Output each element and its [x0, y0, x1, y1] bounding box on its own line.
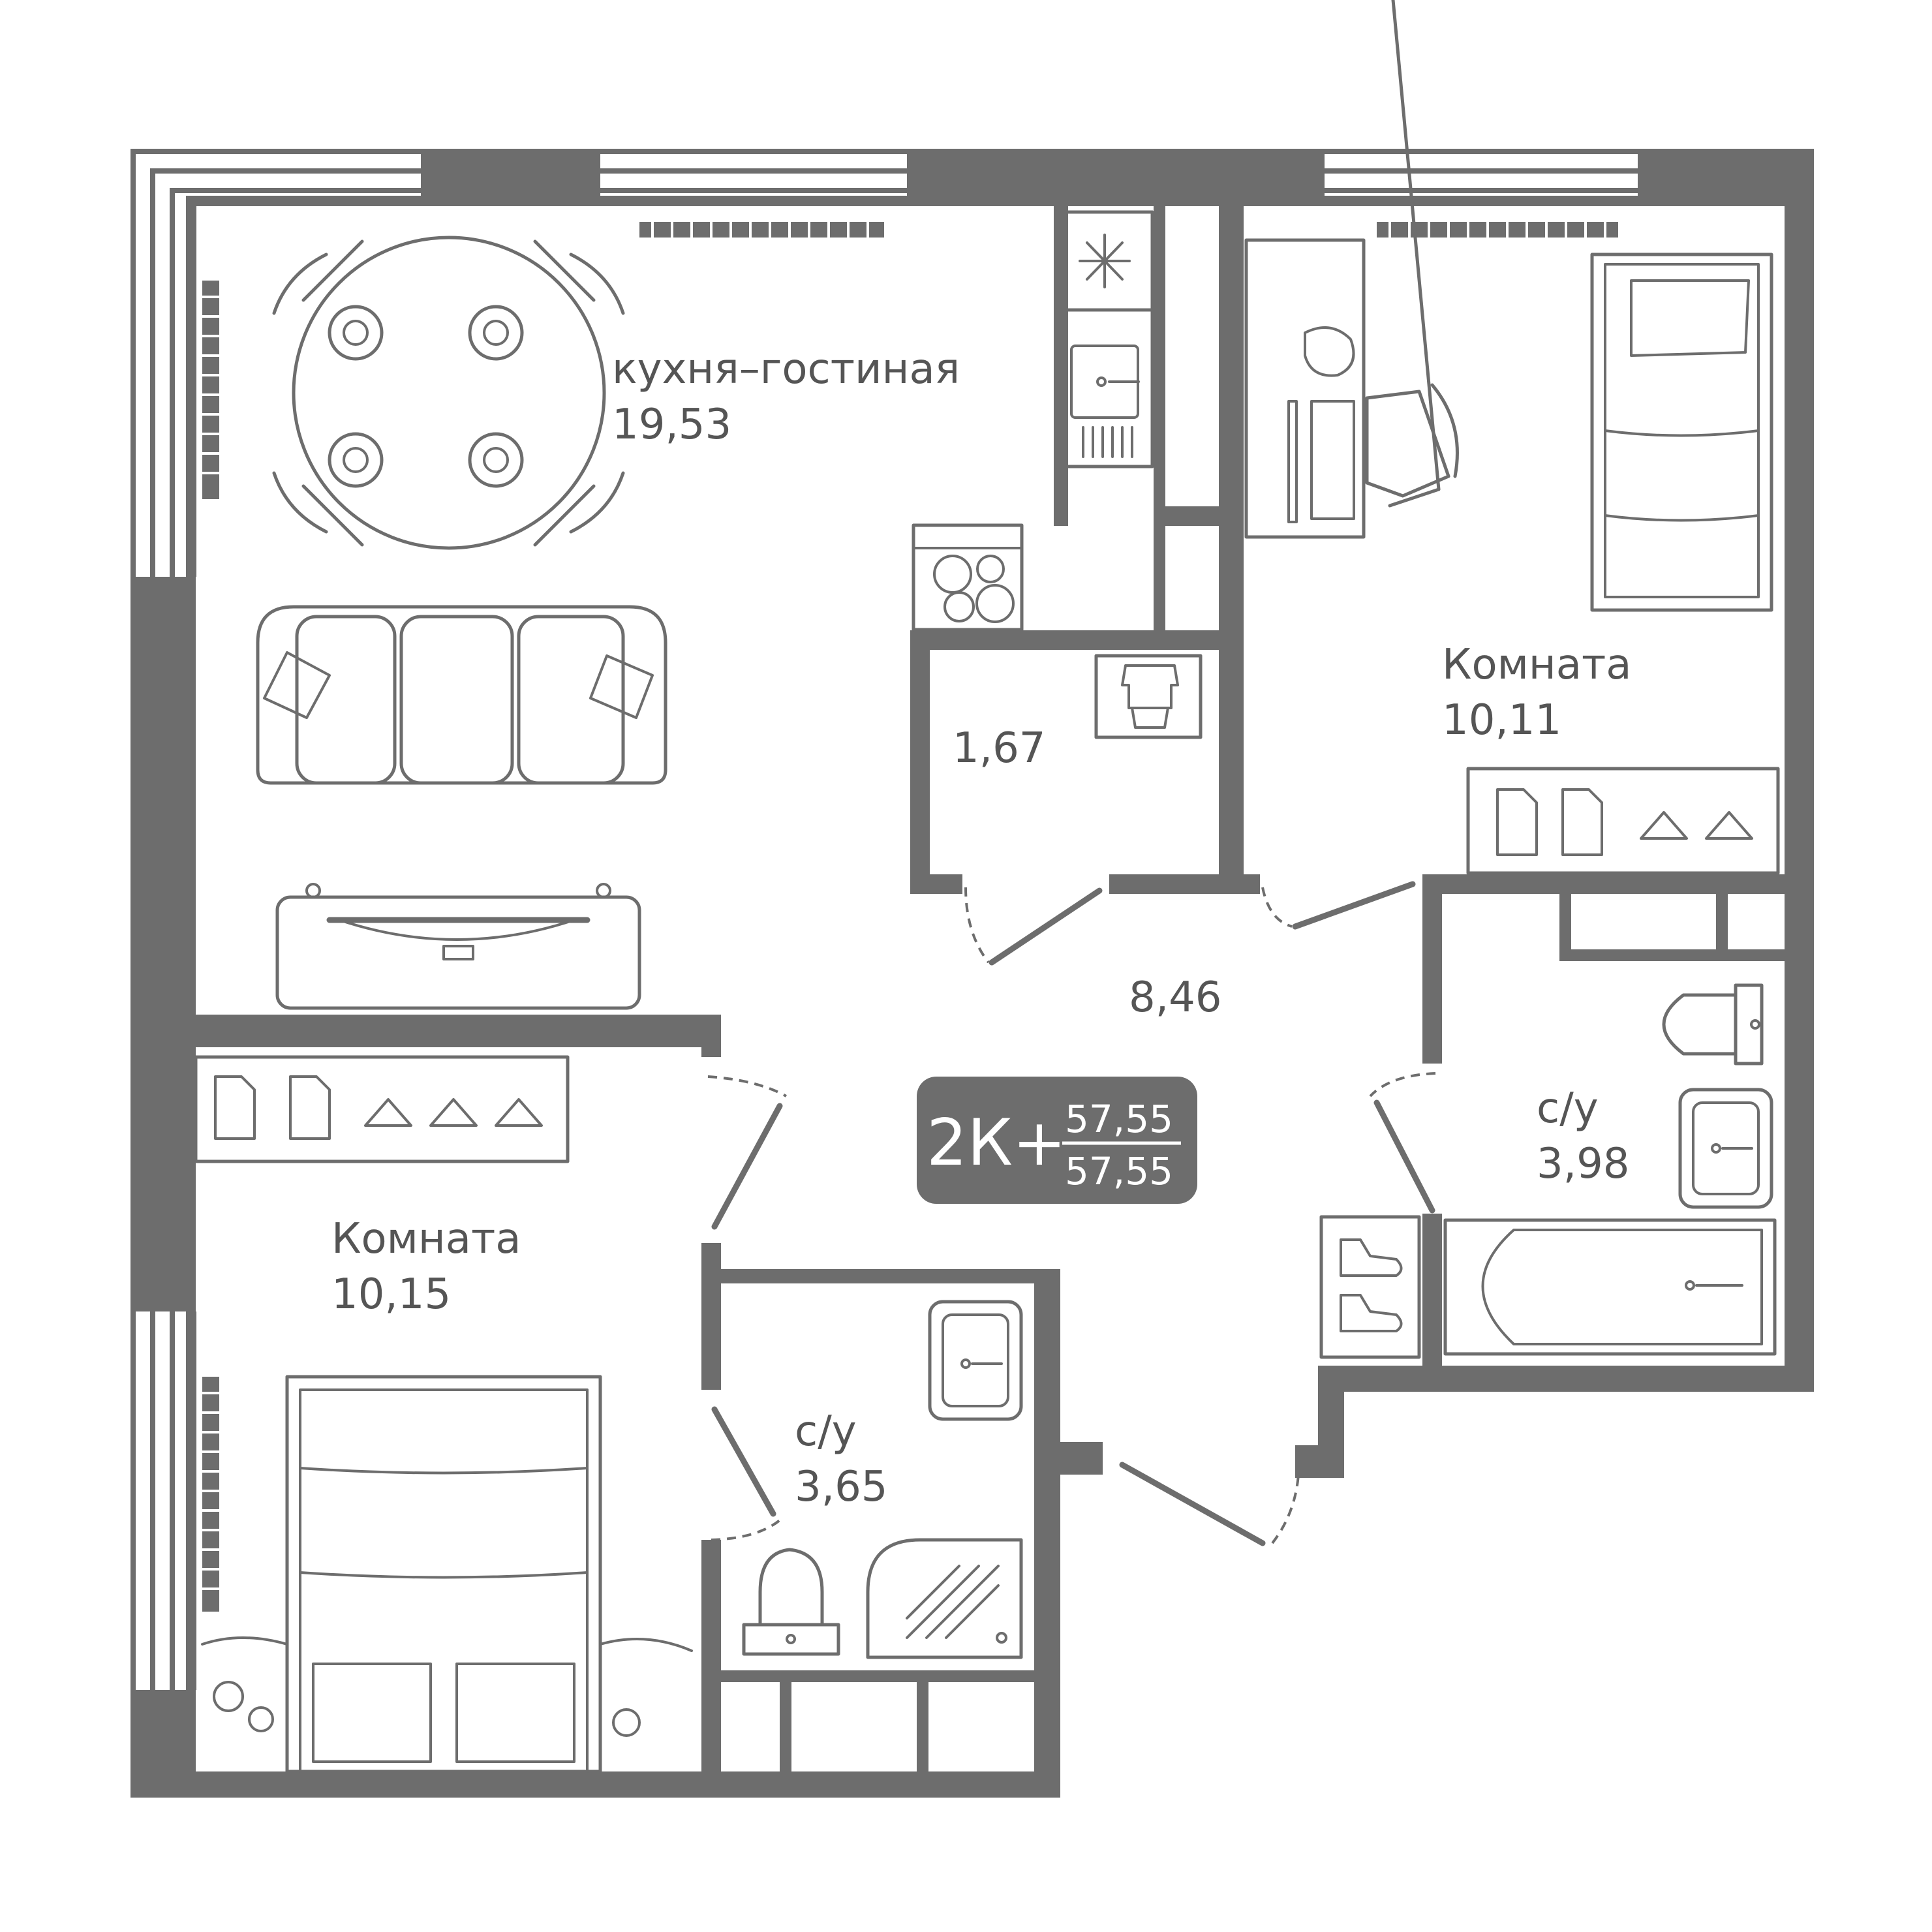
wardrobe-icon: [1466, 767, 1780, 875]
room-label-bedroom-bottom-left: Комната 10,15: [331, 1215, 521, 1319]
svg-text:с/у: с/у: [795, 1407, 857, 1456]
radiator-icon: [202, 222, 1618, 1612]
stove-icon: [912, 523, 1024, 632]
toilet-icon: [742, 1548, 840, 1656]
dining-table-icon: [272, 236, 625, 550]
living-area: 57,55: [1065, 1149, 1173, 1193]
washing-machine-icon: [1094, 654, 1203, 739]
room-label-bathroom-right: с/у 3,98: [1537, 1084, 1630, 1188]
svg-text:10,15: 10,15: [331, 1270, 451, 1319]
room-area-hallway: 8,46: [1129, 974, 1222, 1022]
svg-text:с/у: с/у: [1537, 1084, 1599, 1133]
sink-icon: [928, 1300, 1023, 1421]
svg-text:Комната: Комната: [1442, 641, 1631, 689]
room-area-storage: 1,67: [953, 724, 1046, 773]
shower-icon: [866, 1538, 1023, 1659]
double-bed-icon: [201, 1375, 693, 1773]
svg-text:кухня–гостиная: кухня–гостиная: [612, 345, 960, 393]
door-icon: [707, 881, 1436, 1546]
sink-icon: [1055, 308, 1154, 468]
walls: [130, 149, 1814, 1798]
svg-text:3,65: 3,65: [795, 1463, 888, 1511]
desk-icon: [1244, 238, 1366, 539]
sofa-icon: [256, 605, 667, 785]
fridge-icon: [1055, 210, 1154, 312]
svg-text:10,11: 10,11: [1442, 696, 1561, 744]
bathtub-icon: [1443, 1218, 1777, 1356]
single-bed-icon: [1590, 253, 1773, 612]
toilet-icon: [1662, 983, 1764, 1066]
shoe-rack-icon: [1319, 1215, 1421, 1359]
total-area: 57,55: [1065, 1097, 1173, 1141]
apartment-summary-badge: 2К+ 57,55 57,55: [917, 1077, 1197, 1204]
svg-text:3,98: 3,98: [1537, 1140, 1630, 1188]
window-icon: [130, 149, 1638, 1690]
tv-stand-icon: [275, 883, 641, 1010]
svg-text:Комната: Комната: [331, 1215, 521, 1263]
apartment-type: 2К+: [927, 1106, 1066, 1180]
room-label-bedroom-top-right: Комната 10,11: [1442, 641, 1631, 744]
room-label-kitchen-living: кухня–гостиная 19,53: [612, 345, 960, 449]
room-label-bathroom-left: с/у 3,65: [795, 1407, 888, 1511]
svg-text:19,53: 19,53: [612, 401, 731, 449]
chair-icon: [1365, 0, 1459, 508]
wardrobe-icon: [194, 1055, 570, 1163]
sink-icon: [1678, 1088, 1773, 1209]
